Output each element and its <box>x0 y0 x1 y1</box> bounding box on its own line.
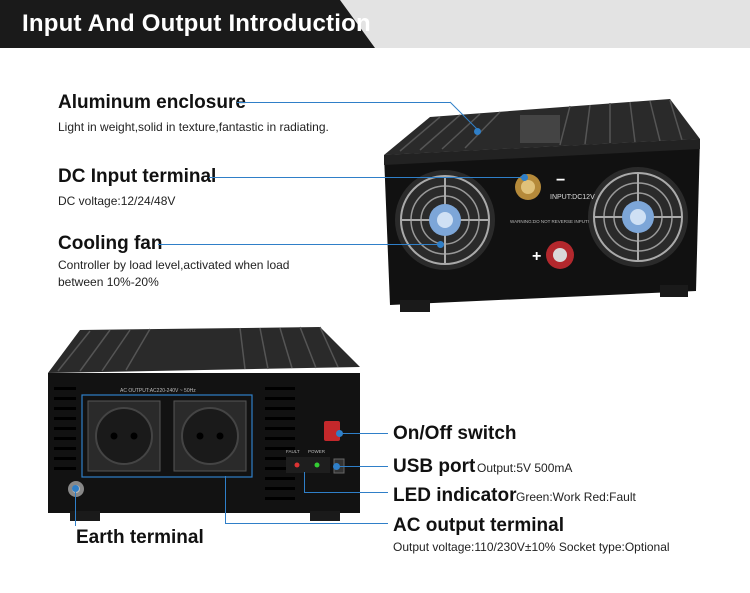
line-dc-input <box>209 177 524 178</box>
label-aluminum-enclosure: Aluminum enclosure <box>58 92 246 113</box>
input-panel-text: INPUT:DC12V <box>550 194 595 201</box>
plus-sign: + <box>532 248 541 265</box>
page-title: Input And Output Introduction <box>22 10 371 37</box>
line-cooling-fan <box>158 244 440 245</box>
label-onoff-switch: On/Off switch <box>393 423 517 444</box>
dot-cooling-fan <box>437 241 444 248</box>
label-usb-port: USB port <box>393 456 476 477</box>
line-aluminum-diag <box>449 101 479 131</box>
inverter-output-side-image: AC OUTPUT:AC220-240V ~ 50Hz FAULT POWER <box>40 325 370 530</box>
desc-usb-port: Output:5V 500mA <box>477 461 573 475</box>
line-ac-vert <box>225 476 226 523</box>
power-text: POWER <box>308 449 326 454</box>
line-aluminum <box>237 102 450 103</box>
header-title-bar <box>0 0 375 48</box>
label-dc-input-terminal: DC Input terminal <box>58 166 217 187</box>
fault-text: FAULT <box>286 449 300 454</box>
desc-dc-input-terminal: DC voltage:12/24/48V <box>58 194 176 208</box>
desc-aluminum-enclosure: Light in weight,solid in texture,fantast… <box>58 120 329 134</box>
dot-dc-input <box>521 174 528 181</box>
label-ac-output-terminal: AC output terminal <box>393 515 564 536</box>
ac-output-panel-text: AC OUTPUT:AC220-240V ~ 50Hz <box>120 388 196 394</box>
label-cooling-fan: Cooling fan <box>58 233 163 254</box>
label-led-indicator: LED indicator <box>393 485 517 506</box>
minus-sign: − <box>556 172 565 189</box>
dot-aluminum <box>474 128 481 135</box>
line-usb <box>337 466 388 467</box>
desc-cooling-fan-1: Controller by load level,activated when … <box>58 258 290 272</box>
warning-text: WARNING:DO NOT REVERSE INPUT! <box>510 219 589 224</box>
desc-led-indicator: Green:Work Red:Fault <box>516 490 636 504</box>
line-onoff <box>340 433 388 434</box>
dot-onoff <box>336 430 343 437</box>
dot-usb <box>333 463 340 470</box>
line-led-vert <box>304 472 305 492</box>
line-ac <box>225 523 388 524</box>
line-led <box>304 492 388 493</box>
inverter-input-side-image: INPUT:DC12V WARNING:DO NOT REVERSE INPUT… <box>370 95 722 331</box>
dot-earth <box>72 485 79 492</box>
line-earth <box>75 492 76 526</box>
label-earth-terminal: Earth terminal <box>76 527 204 548</box>
desc-cooling-fan-2: between 10%-20% <box>58 275 159 289</box>
desc-ac-output-terminal: Output voltage:110/230V±10% Socket type:… <box>393 540 670 554</box>
